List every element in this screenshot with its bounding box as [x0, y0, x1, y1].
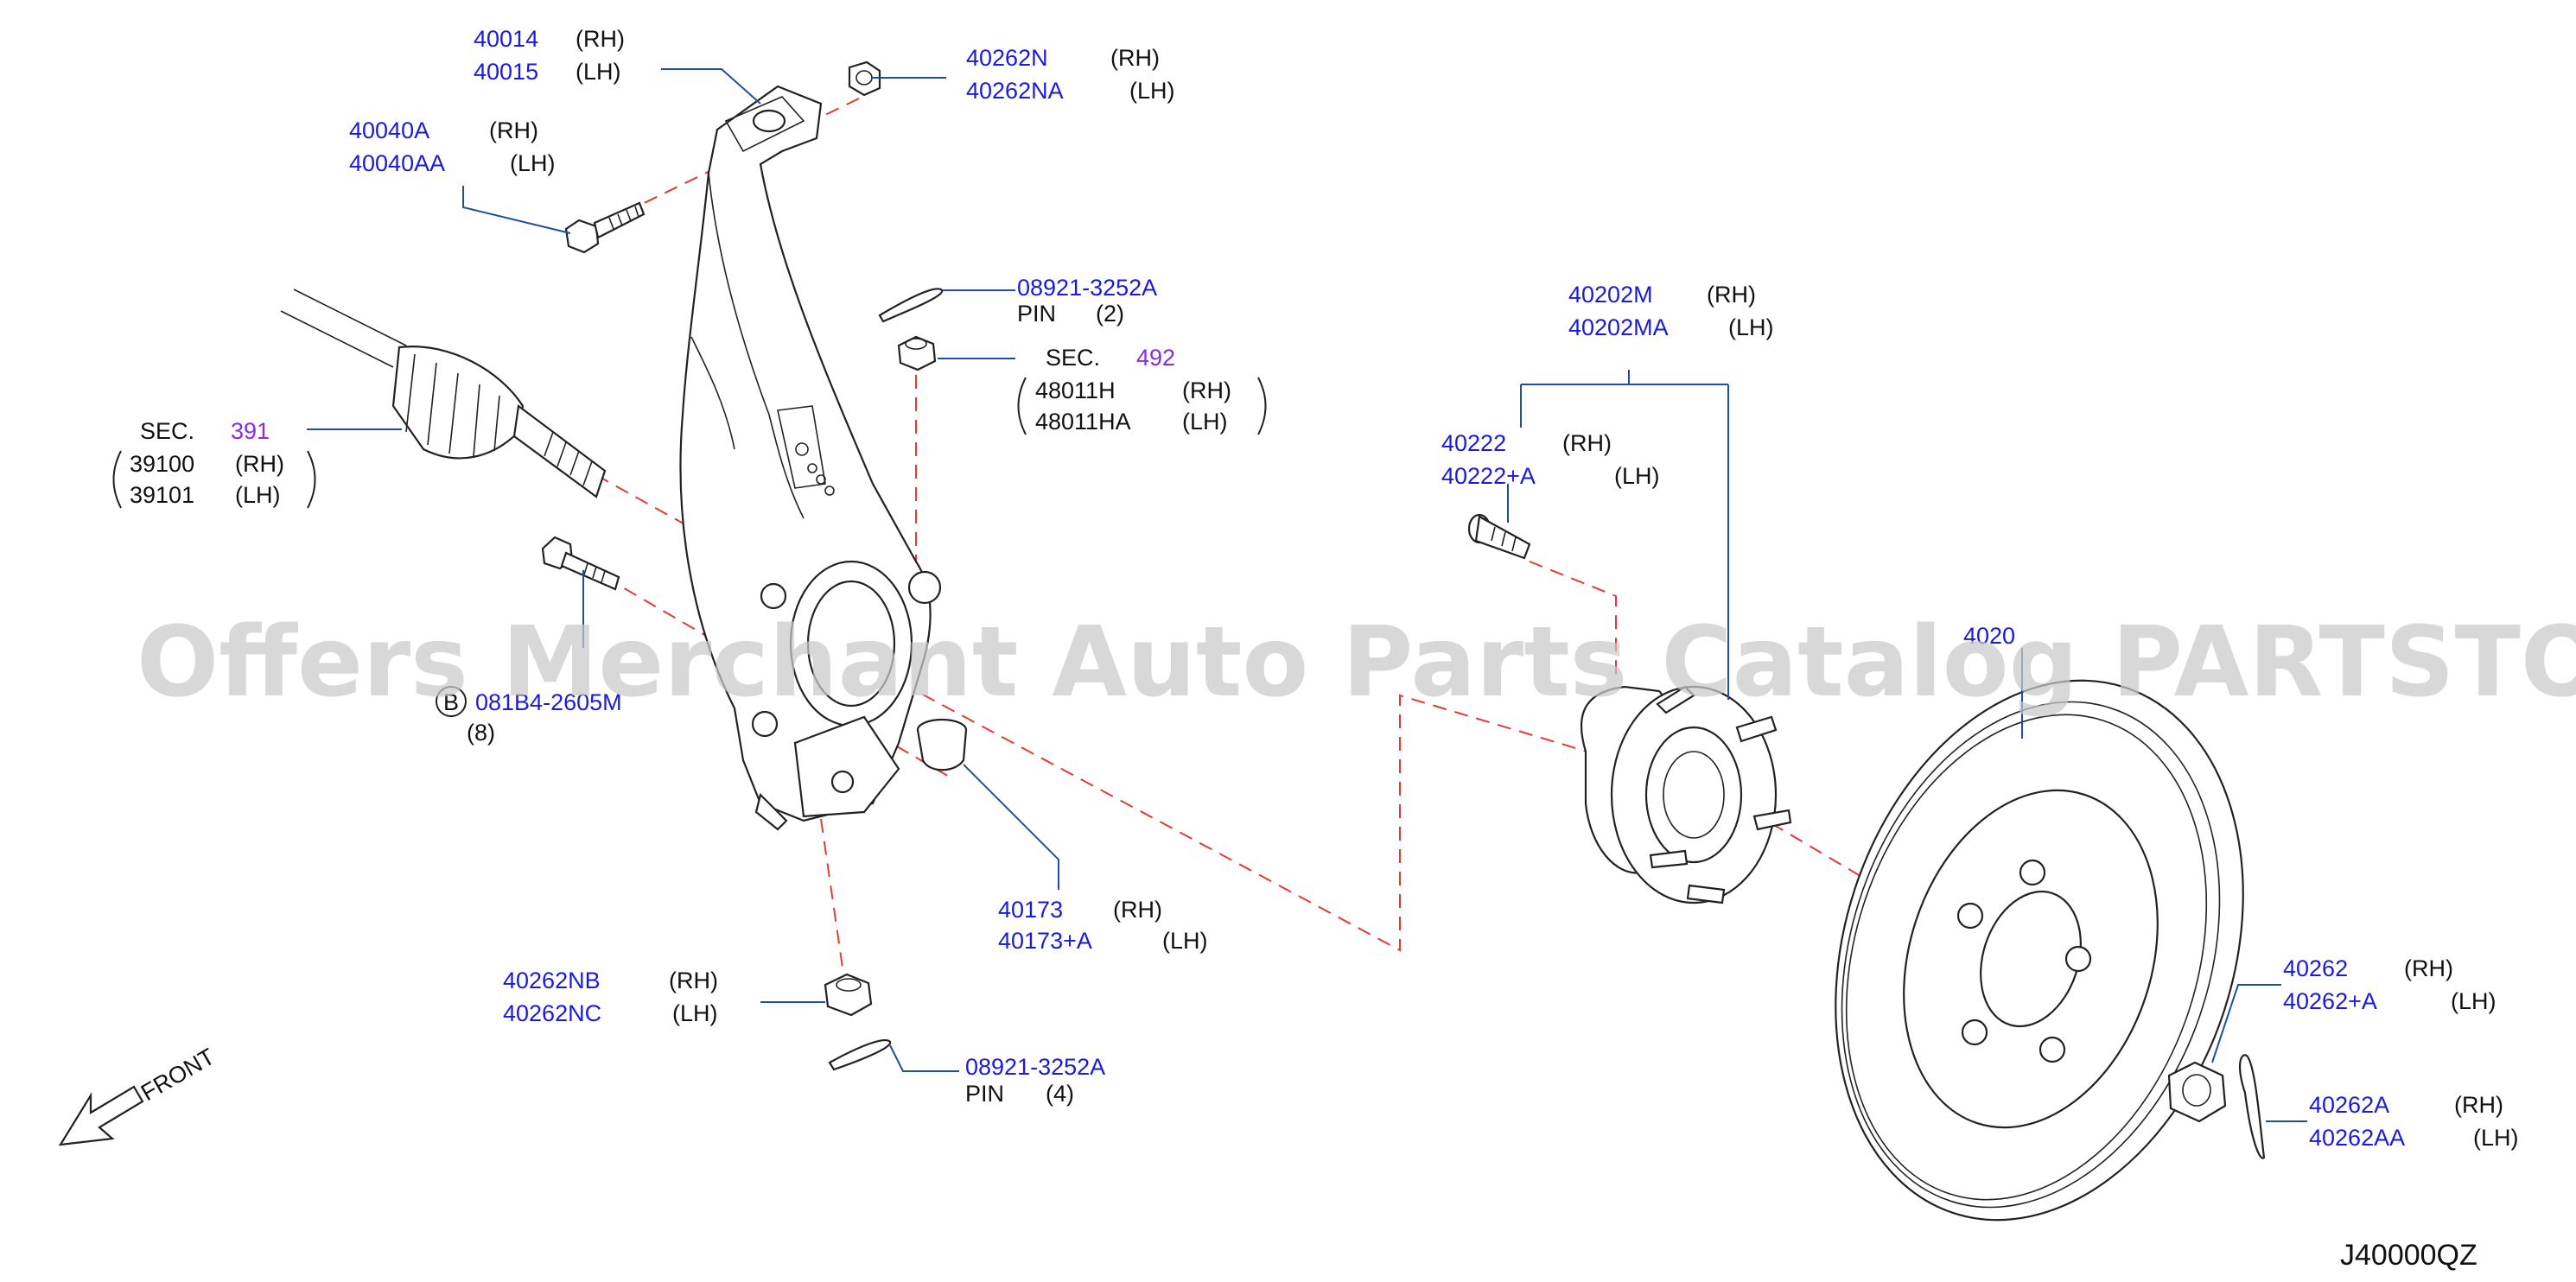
label-axle-nut-cap: 40262A (RH) 40262AA (LH) [2309, 1092, 2519, 1151]
axle-nut-lh-part-number[interactable]: 40262+A [2283, 988, 2377, 1014]
label-hub-assembly: 40202M (RH) 40202MA (LH) [1568, 282, 1774, 340]
wheel-stud-drawing [1467, 513, 1531, 560]
label-tie-rod-nut: SEC. 492 48011H (RH) 48011HA (LH) [1017, 345, 1267, 435]
label-wheel-stud: 40222 (RH) 40222+A (LH) [1441, 430, 1660, 489]
drawing-code: J40000QZ [2340, 1239, 2477, 1272]
axle-nut-cap-lh-part-number[interactable]: 40262AA [2309, 1125, 2405, 1151]
tie-rod-nut-sec-label: SEC. [1046, 345, 1100, 371]
label-drive-shaft: SEC. 391 39100 (RH) 39101 (LH) [112, 418, 316, 509]
axle-nut-rh-tag: (RH) [2404, 955, 2453, 981]
cotter-pin-bottom-drawing [828, 1038, 892, 1071]
knuckle-bolt-rh-part-number[interactable]: 40040A [349, 117, 429, 143]
wheel-stud-lh-part-number[interactable]: 40222+A [1441, 463, 1536, 489]
rotor-part-number-partial[interactable]: 4020 [1963, 623, 2015, 649]
knuckle-bolt-drawing [564, 201, 646, 254]
bushing-rh-tag: (RH) [1113, 897, 1162, 923]
cotter-pin-bottom-name: PIN [965, 1081, 1004, 1107]
tie-rod-nut-sec-number[interactable]: 492 [1136, 345, 1175, 371]
drive-shaft-right-paren [307, 450, 316, 509]
tie-rod-nut-left-paren [1017, 377, 1027, 435]
label-bushing: 40173 (RH) 40173+A (LH) [998, 897, 1208, 954]
drive-shaft-lh-part-number: 39101 [130, 482, 194, 508]
label-knuckle: 40014 (RH) 40015 (LH) [474, 26, 625, 85]
tie-rod-nut-drawing [897, 335, 937, 371]
label-lower-nut: 40262NB (RH) 40262NC (LH) [503, 968, 718, 1026]
leader-lines [307, 68, 2307, 1122]
hub-bolt-drawing [541, 536, 620, 591]
axle-nut-drawing [2167, 1061, 2227, 1123]
cotter-pin-top-part-number[interactable]: 08921-3252A [1017, 275, 1157, 301]
hub-bolt-badge-circle [436, 686, 467, 717]
hub-assembly-rh-tag: (RH) [1707, 282, 1756, 308]
bushing-rh-part-number[interactable]: 40173 [998, 897, 1063, 923]
lower-nut-drawing [824, 973, 873, 1017]
hub-bolt-badge: B [443, 689, 459, 715]
axle-nut-rh-part-number[interactable]: 40262 [2283, 955, 2348, 981]
drive-shaft-rh-part-number: 39100 [130, 451, 194, 477]
tie-rod-nut-lh-tag: (LH) [1182, 409, 1228, 435]
wheel-stud-rh-part-number[interactable]: 40222 [1441, 430, 1506, 456]
cotter-pin-bottom-qty: (4) [1046, 1081, 1074, 1107]
axle-nut-cap-lh-tag: (LH) [2473, 1125, 2519, 1151]
tie-rod-nut-rh-part-number: 48011H [1035, 378, 1116, 403]
drive-shaft-lh-tag: (LH) [235, 482, 281, 508]
hub-bolt-part-number[interactable]: 081B4-2605M [475, 689, 622, 715]
bushing-lh-tag: (LH) [1162, 928, 1208, 954]
hub-bolt-qty: (8) [467, 720, 495, 746]
hub-assembly-drawing [1581, 685, 1792, 904]
drive-shaft-sec-number[interactable]: 391 [231, 418, 270, 444]
knuckle-lh-part-number[interactable]: 40015 [474, 59, 538, 85]
cotter-pin-top-qty: (2) [1096, 301, 1124, 327]
hub-assembly-lh-part-number[interactable]: 40202MA [1568, 314, 1669, 340]
wheel-stud-rh-tag: (RH) [1562, 430, 1612, 456]
hub-assembly-rh-part-number[interactable]: 40202M [1568, 282, 1653, 308]
front-label: FRONT [137, 1044, 219, 1106]
knuckle-top-nut-lh-tag: (LH) [1129, 78, 1175, 104]
label-knuckle-top-nut: 40262N (RH) 40262NA (LH) [966, 45, 1175, 104]
lower-nut-lh-part-number[interactable]: 40262NC [503, 1000, 601, 1026]
knuckle-top-nut-rh-tag: (RH) [1110, 45, 1160, 71]
drive-shaft-drawing [280, 289, 607, 498]
label-cotter-pin-bottom: 08921-3252A PIN (4) [965, 1054, 1105, 1107]
tie-rod-nut-lh-part-number: 48011HA [1035, 409, 1131, 435]
lower-nut-rh-tag: (RH) [669, 968, 718, 993]
knuckle-lh-tag: (LH) [576, 59, 621, 85]
axle-nut-lh-tag: (LH) [2451, 988, 2496, 1014]
cotter-pin-bottom-part-number[interactable]: 08921-3252A [965, 1054, 1105, 1080]
cotter-pin-top-name: PIN [1017, 301, 1056, 327]
label-cotter-pin-top: 08921-3252A PIN (2) [1017, 275, 1157, 327]
knuckle-bolt-rh-tag: (RH) [489, 117, 538, 143]
cotter-pin-top-drawing [878, 288, 944, 323]
knuckle-top-nut-rh-part-number[interactable]: 40262N [966, 45, 1048, 71]
knuckle-top-nut-drawing [848, 60, 881, 97]
label-knuckle-bolt: 40040A (RH) 40040AA (LH) [349, 117, 556, 176]
wheel-stud-lh-tag: (LH) [1614, 463, 1660, 489]
front-direction-arrow: FRONT [58, 1044, 219, 1146]
bushing-drawing [916, 718, 968, 771]
tie-rod-nut-right-paren [1257, 377, 1267, 435]
knuckle-rh-tag: (RH) [576, 26, 625, 52]
knuckle-bolt-lh-part-number[interactable]: 40040AA [349, 150, 445, 176]
watermark-text: Offers Merchant Auto Parts Catalog PARTS… [137, 606, 2576, 719]
axle-nut-cap-drawing [2239, 1054, 2266, 1159]
steering-knuckle-drawing [679, 85, 942, 831]
label-hub-bolt: B 081B4-2605M (8) [436, 686, 622, 746]
axle-nut-cap-rh-part-number[interactable]: 40262A [2309, 1092, 2389, 1118]
lower-nut-lh-tag: (LH) [672, 1000, 718, 1026]
label-axle-nut: 40262 (RH) 40262+A (LH) [2283, 955, 2496, 1014]
bushing-lh-part-number[interactable]: 40173+A [998, 928, 1092, 954]
drive-shaft-rh-tag: (RH) [235, 451, 284, 477]
tie-rod-nut-rh-tag: (RH) [1182, 378, 1231, 403]
knuckle-top-nut-lh-part-number[interactable]: 40262NA [966, 78, 1064, 104]
drive-shaft-sec-label: SEC. [140, 418, 194, 444]
axle-nut-cap-rh-tag: (RH) [2454, 1092, 2503, 1118]
brake-rotor-drawing [1835, 679, 2244, 1222]
drive-shaft-left-paren [112, 450, 122, 509]
hub-assembly-lh-tag: (LH) [1728, 314, 1774, 340]
lower-nut-rh-part-number[interactable]: 40262NB [503, 968, 601, 993]
knuckle-bolt-lh-tag: (LH) [510, 150, 556, 176]
knuckle-rh-part-number[interactable]: 40014 [474, 26, 538, 52]
